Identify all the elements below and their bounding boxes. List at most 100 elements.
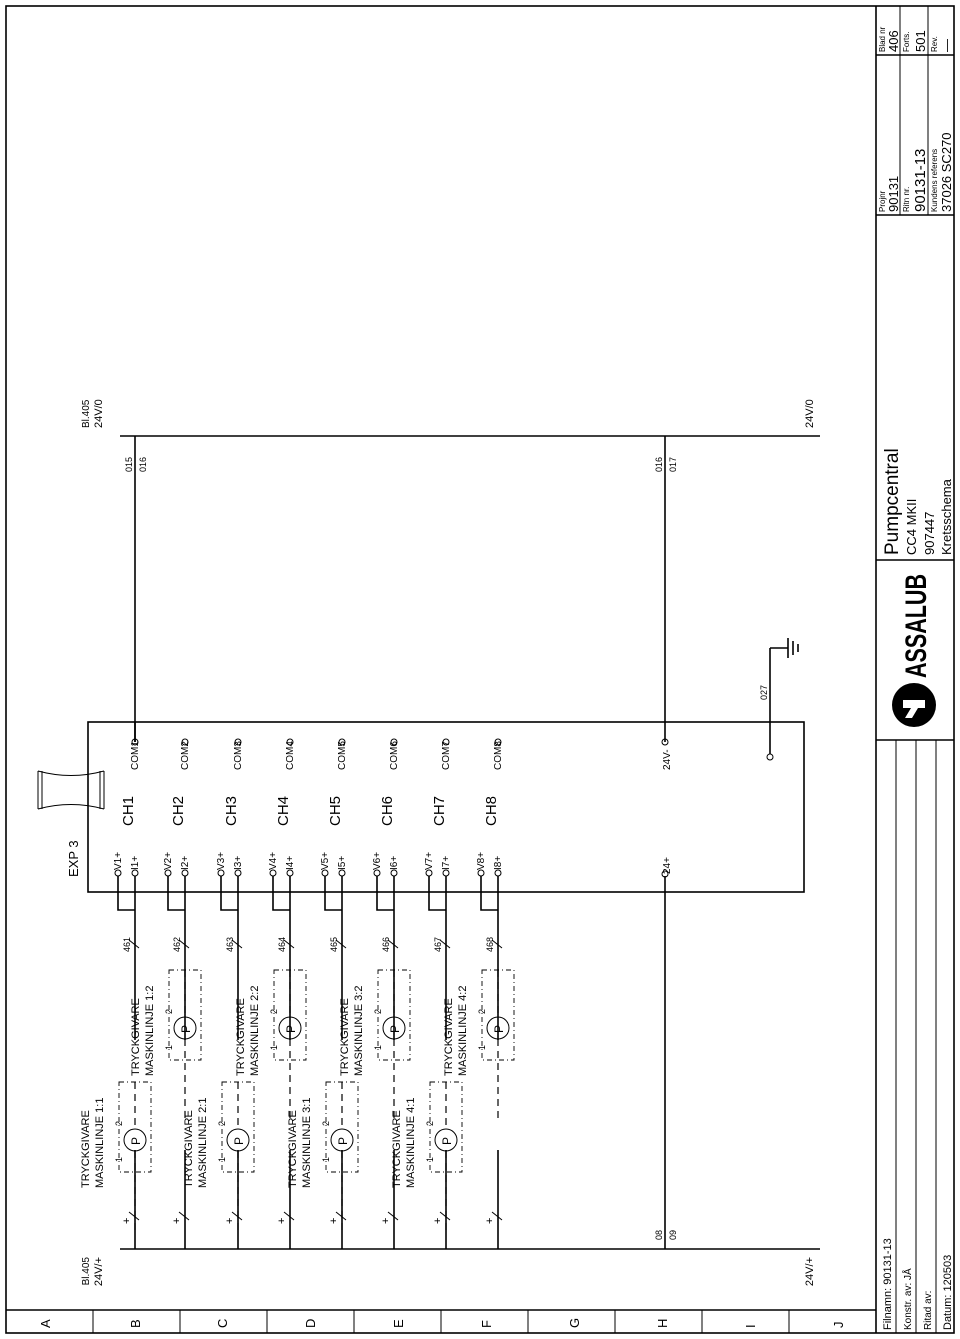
sensor-symbol: P [129, 1137, 143, 1145]
plus-sign: + [224, 1218, 236, 1224]
sensor-pin2: 2 [425, 1121, 435, 1126]
plus-sign: + [380, 1218, 392, 1224]
sensor-name: TRYCKGIVARE [443, 998, 455, 1076]
sensor-line-label: MASKINLINJE 1:2 [144, 986, 156, 1076]
sensor-pin1: 1 [477, 1045, 487, 1050]
logo-text: ASSALUB [900, 574, 933, 678]
drawing-line3: 907447 [922, 512, 937, 555]
wire-09: 09 [668, 1230, 678, 1240]
i-terminal-label: I4+ [285, 856, 296, 870]
sensor-symbol: P [388, 1025, 402, 1033]
wire-016b: 016 [654, 457, 664, 472]
channel-label: CH8 [483, 796, 500, 826]
v-jumper [376, 876, 394, 911]
wire-mark [231, 1211, 243, 1221]
v-jumper [428, 876, 446, 911]
border-letter: I [743, 1324, 758, 1328]
wire-number: 468 [485, 937, 495, 952]
ritn-label: Ritn nr. [902, 187, 911, 212]
konstr: Konstr. av: JÅ [901, 1268, 914, 1330]
wire-number: 466 [381, 937, 391, 952]
wire-number: 467 [433, 937, 443, 952]
rail-label-right-bottom: 24V/0 [804, 399, 816, 428]
sensor-symbol: P [492, 1025, 506, 1033]
sensor-symbol: P [336, 1137, 350, 1145]
title-block: Filnamn: 90131-13 Konstr. av: JÅ Ritad a… [876, 6, 954, 1333]
v-terminal-label: V1+ [113, 852, 124, 870]
border-letter: H [655, 1319, 670, 1328]
v-jumper [167, 876, 185, 911]
rail-label-left-bottom: 24V/+ [804, 1257, 816, 1286]
com-terminal-label: COM1 [130, 741, 141, 770]
border-letter: D [303, 1319, 318, 1328]
kund-ref: 37026 SC270 [939, 132, 954, 212]
channel-label: CH5 [327, 796, 344, 826]
v-terminal-label: V5+ [320, 852, 331, 870]
blad-nr: 406 [886, 30, 901, 52]
sensor-line-label: MASKINLINJE 3:2 [353, 986, 365, 1076]
v-jumper [272, 876, 290, 911]
com-terminal [494, 738, 502, 746]
sensor-pin1: 1 [164, 1045, 174, 1050]
v-jumper [480, 876, 498, 911]
i-terminal-label: I3+ [233, 856, 244, 870]
wire-number: 463 [225, 937, 235, 952]
i-terminal-label: I1+ [130, 856, 141, 870]
plus-sign: + [121, 1218, 133, 1224]
border-letter: F [479, 1320, 494, 1328]
assalub-logo: ASSALUB [892, 574, 936, 727]
border-letter: G [567, 1318, 582, 1328]
sensor-pin2: 2 [217, 1121, 227, 1126]
border-letter: B [128, 1319, 143, 1328]
v-terminal-label: V4+ [268, 852, 279, 870]
supply-minus-label: 24V- [662, 749, 673, 770]
wire-number: 465 [329, 937, 339, 952]
border-letter: J [831, 1322, 846, 1329]
wire-027: 027 [759, 685, 769, 700]
wire-mark [335, 939, 347, 949]
com-terminal [390, 738, 398, 746]
sensor-name: TRYCKGIVARE [235, 998, 247, 1076]
sensor-pin2: 2 [477, 1009, 487, 1014]
channel-label: CH4 [275, 796, 292, 826]
v-jumper [117, 876, 135, 911]
border-letters: A B C D E F G H I J [38, 1318, 846, 1328]
blad-label: Blad nr [878, 26, 887, 52]
border-letter: E [391, 1319, 406, 1328]
sensor-line-label: MASKINLINJE 4:1 [405, 1098, 417, 1188]
wire-mark [178, 939, 190, 949]
wire-mark [387, 1211, 399, 1221]
wire-mark [128, 939, 140, 949]
filnamn: Filnamn: 90131-13 [882, 1238, 894, 1330]
wire-mark [439, 1211, 451, 1221]
cable-icon [37, 770, 105, 810]
wire-015: 015 [124, 457, 134, 472]
wire-number: 462 [172, 937, 182, 952]
com-terminal-label: COM6 [389, 741, 400, 770]
com-terminal-label: COM7 [441, 741, 452, 770]
com-terminal-label: COM5 [337, 741, 348, 770]
wire-mark [128, 1211, 140, 1221]
i-terminal-label: I6+ [389, 856, 400, 870]
plus-sign: + [432, 1218, 444, 1224]
border-letter: A [38, 1319, 53, 1328]
sensor-symbol: P [284, 1025, 298, 1033]
forts-nr: 501 [913, 30, 928, 52]
rail-label-left-top: 24V/+ [93, 1257, 105, 1286]
wire-016: 016 [138, 457, 148, 472]
border-letter: C [215, 1319, 230, 1328]
drawing-title: Pumpcentral [882, 448, 903, 555]
i-terminal-label: I8+ [493, 856, 504, 870]
plus-sign: + [171, 1218, 183, 1224]
plus-sign: + [276, 1218, 288, 1224]
sensor-name: TRYCKGIVARE [80, 1110, 92, 1188]
v-jumper [324, 876, 342, 911]
sensor-line-label: MASKINLINJE 4:2 [457, 986, 469, 1076]
wire-mark [231, 939, 243, 949]
sensor-pin1: 1 [114, 1157, 124, 1162]
v-terminal-label: V8+ [476, 852, 487, 870]
sensor-pin2: 2 [164, 1009, 174, 1014]
sensor-line-label: MASKINLINJE 3:1 [301, 1098, 313, 1188]
